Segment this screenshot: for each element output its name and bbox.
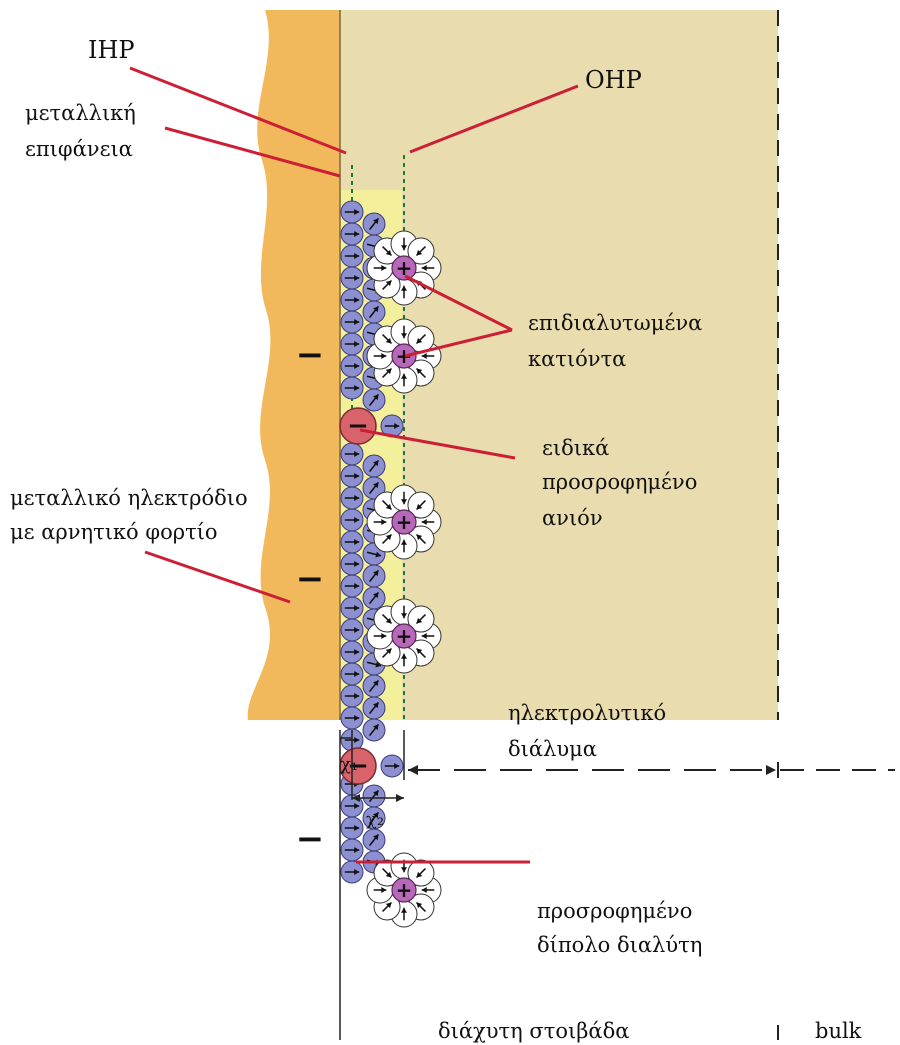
electrolyte-label: ηλεκτρολυτικό (508, 701, 666, 725)
solvated-cation: + (367, 599, 441, 673)
solvent-molecule (341, 267, 363, 289)
solvated-cations-label: κατιόντα (528, 347, 626, 371)
solvent-molecule (341, 201, 363, 223)
solvent-molecule (363, 565, 385, 587)
adsorbed-anion-label: ειδικά (542, 436, 609, 460)
solvent-dipole-label: δίπολο διαλύτη (537, 933, 702, 957)
electrode-label: με αρνητικό φορτίο (10, 520, 218, 544)
solvent-molecule (381, 755, 403, 777)
x1-label: χ₁ (340, 754, 358, 775)
cation-plus-sign: + (396, 624, 413, 648)
solvent-molecule (341, 707, 363, 729)
electrode-minus-sign: − (296, 819, 325, 859)
electrode-minus-sign: − (296, 335, 325, 375)
solvent-molecule (341, 509, 363, 531)
solvent-molecule (341, 531, 363, 553)
solvated-cation: + (367, 319, 441, 393)
solvent-molecule (363, 829, 385, 851)
solvent-molecule (341, 377, 363, 399)
electrode-minus-sign: − (296, 559, 325, 599)
cation-plus-sign: + (396, 510, 413, 534)
metal-surface-label: μεταλλική (25, 101, 136, 125)
electrolyte-label: διάλυμα (508, 737, 597, 761)
solvent-molecule (341, 839, 363, 861)
solvent-molecule (341, 619, 363, 641)
solvent-molecule (341, 641, 363, 663)
electrode-label: μεταλλικό ηλεκτρόδιο (10, 486, 248, 510)
solvent-molecule (363, 455, 385, 477)
ohp-label: OHP (585, 66, 642, 94)
metal-surface-label: επιφάνεια (25, 137, 133, 161)
solvent-molecule (363, 675, 385, 697)
solvated-cation: + (367, 485, 441, 559)
solvent-molecule (341, 553, 363, 575)
adsorbed-anion: − (340, 408, 376, 444)
solvent-molecule (341, 597, 363, 619)
solvent-molecule (341, 817, 363, 839)
solvent-molecule (341, 289, 363, 311)
solvent-molecule (363, 587, 385, 609)
adsorbed-anion-label: ανιόν (542, 506, 603, 530)
cation-plus-sign: + (396, 878, 413, 902)
bulk-label: bulk (815, 1019, 862, 1043)
solvated-cations-label: επιδιαλυτωμένα (528, 311, 702, 335)
solvent-molecule (363, 785, 385, 807)
solvent-molecule (341, 575, 363, 597)
anion-minus-sign: − (347, 411, 369, 441)
solvent-molecule (363, 213, 385, 235)
ihp-label: IHP (88, 36, 135, 64)
solvent-molecule (341, 223, 363, 245)
solvated-cation: + (367, 231, 441, 305)
solvent-molecule (341, 487, 363, 509)
solvent-molecule (363, 389, 385, 411)
diffuse-layer-label: διάχυτη στοιβάδα (438, 1019, 629, 1043)
x2-label: χ₂ (366, 809, 384, 830)
solvent-molecule (341, 685, 363, 707)
solvent-molecule (363, 697, 385, 719)
solvent-molecule (363, 301, 385, 323)
solvent-molecule (363, 719, 385, 741)
solvated-cation: + (367, 853, 441, 927)
solvent-molecule (341, 465, 363, 487)
solvent-molecule (341, 861, 363, 883)
solvent-molecule (341, 333, 363, 355)
solvent-molecule (341, 355, 363, 377)
cation-plus-sign: + (396, 256, 413, 280)
solvent-dipole-label: προσροφημένο (537, 899, 692, 923)
adsorbed-anion-label: προσροφημένο (542, 470, 697, 494)
solvent-molecule (341, 663, 363, 685)
solvent-molecule (341, 245, 363, 267)
solvent-molecule (341, 443, 363, 465)
metal-electrode (248, 10, 340, 720)
solvent-molecule (341, 311, 363, 333)
